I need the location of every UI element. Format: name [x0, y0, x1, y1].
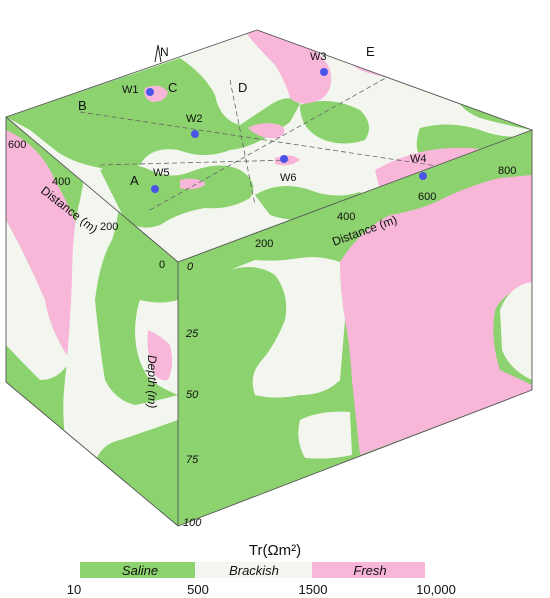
well-marker[interactable]	[146, 88, 154, 96]
depth-axis: 25 50 75 100 Depth (m)	[145, 328, 202, 529]
left-axis-tick: 400	[52, 176, 70, 188]
section-label: E	[366, 44, 375, 59]
front-axis-tick: 400	[337, 211, 355, 223]
legend-tick: 500	[187, 582, 209, 597]
legend-label-brackish: Brackish	[229, 563, 279, 578]
wells: W1 W2 W3 W4 W5 W6	[122, 51, 427, 193]
depth-axis-tick: 75	[186, 454, 199, 466]
well-label: W6	[280, 172, 297, 184]
front-axis-tick: 200	[255, 238, 273, 250]
block-edges	[5, 29, 534, 527]
legend-label-saline: Saline	[122, 563, 158, 578]
section-label: A	[130, 173, 139, 188]
left-axis-tick: 600	[8, 139, 26, 151]
depth-axis-tick: 50	[186, 389, 199, 401]
north-arrow: N	[154, 44, 169, 63]
left-axis-tick: 200	[100, 221, 118, 233]
north-label: N	[160, 45, 169, 59]
well-marker[interactable]	[191, 130, 199, 138]
front-axis-tick: 600	[418, 191, 436, 203]
well-marker[interactable]	[280, 155, 288, 163]
legend-swatch-saline	[80, 562, 195, 578]
depth-axis-tick: 100	[183, 517, 202, 529]
section-labels: A B C D E	[78, 44, 375, 188]
front-axis-tick: 0	[187, 261, 194, 273]
well-marker[interactable]	[419, 172, 427, 180]
depth-axis-title: Depth (m)	[145, 355, 159, 408]
left-axis-tick: 0	[159, 259, 165, 271]
well-label: W1	[122, 84, 139, 96]
legend: Tr(Ωm²) Saline Brackish Fresh 10 500 150…	[67, 542, 456, 597]
depth-axis-tick: 25	[185, 328, 199, 340]
section-label: D	[238, 80, 247, 95]
well-label: W2	[186, 113, 203, 125]
well-marker[interactable]	[151, 185, 159, 193]
legend-tick: 10	[67, 582, 81, 597]
section-label: C	[168, 80, 177, 95]
legend-tick: 1500	[299, 582, 328, 597]
well-label: W4	[410, 153, 427, 165]
legend-swatch-brackish	[195, 562, 312, 578]
well-label: W5	[153, 167, 170, 179]
legend-tick: 10,000	[416, 582, 456, 597]
section-label: B	[78, 98, 87, 113]
legend-label-fresh: Fresh	[353, 563, 386, 578]
well-label: W3	[310, 51, 327, 63]
front-axis-tick: 800	[498, 165, 516, 177]
legend-title: Tr(Ωm²)	[249, 542, 301, 559]
legend-swatch-fresh	[312, 562, 425, 578]
well-marker[interactable]	[320, 68, 328, 76]
